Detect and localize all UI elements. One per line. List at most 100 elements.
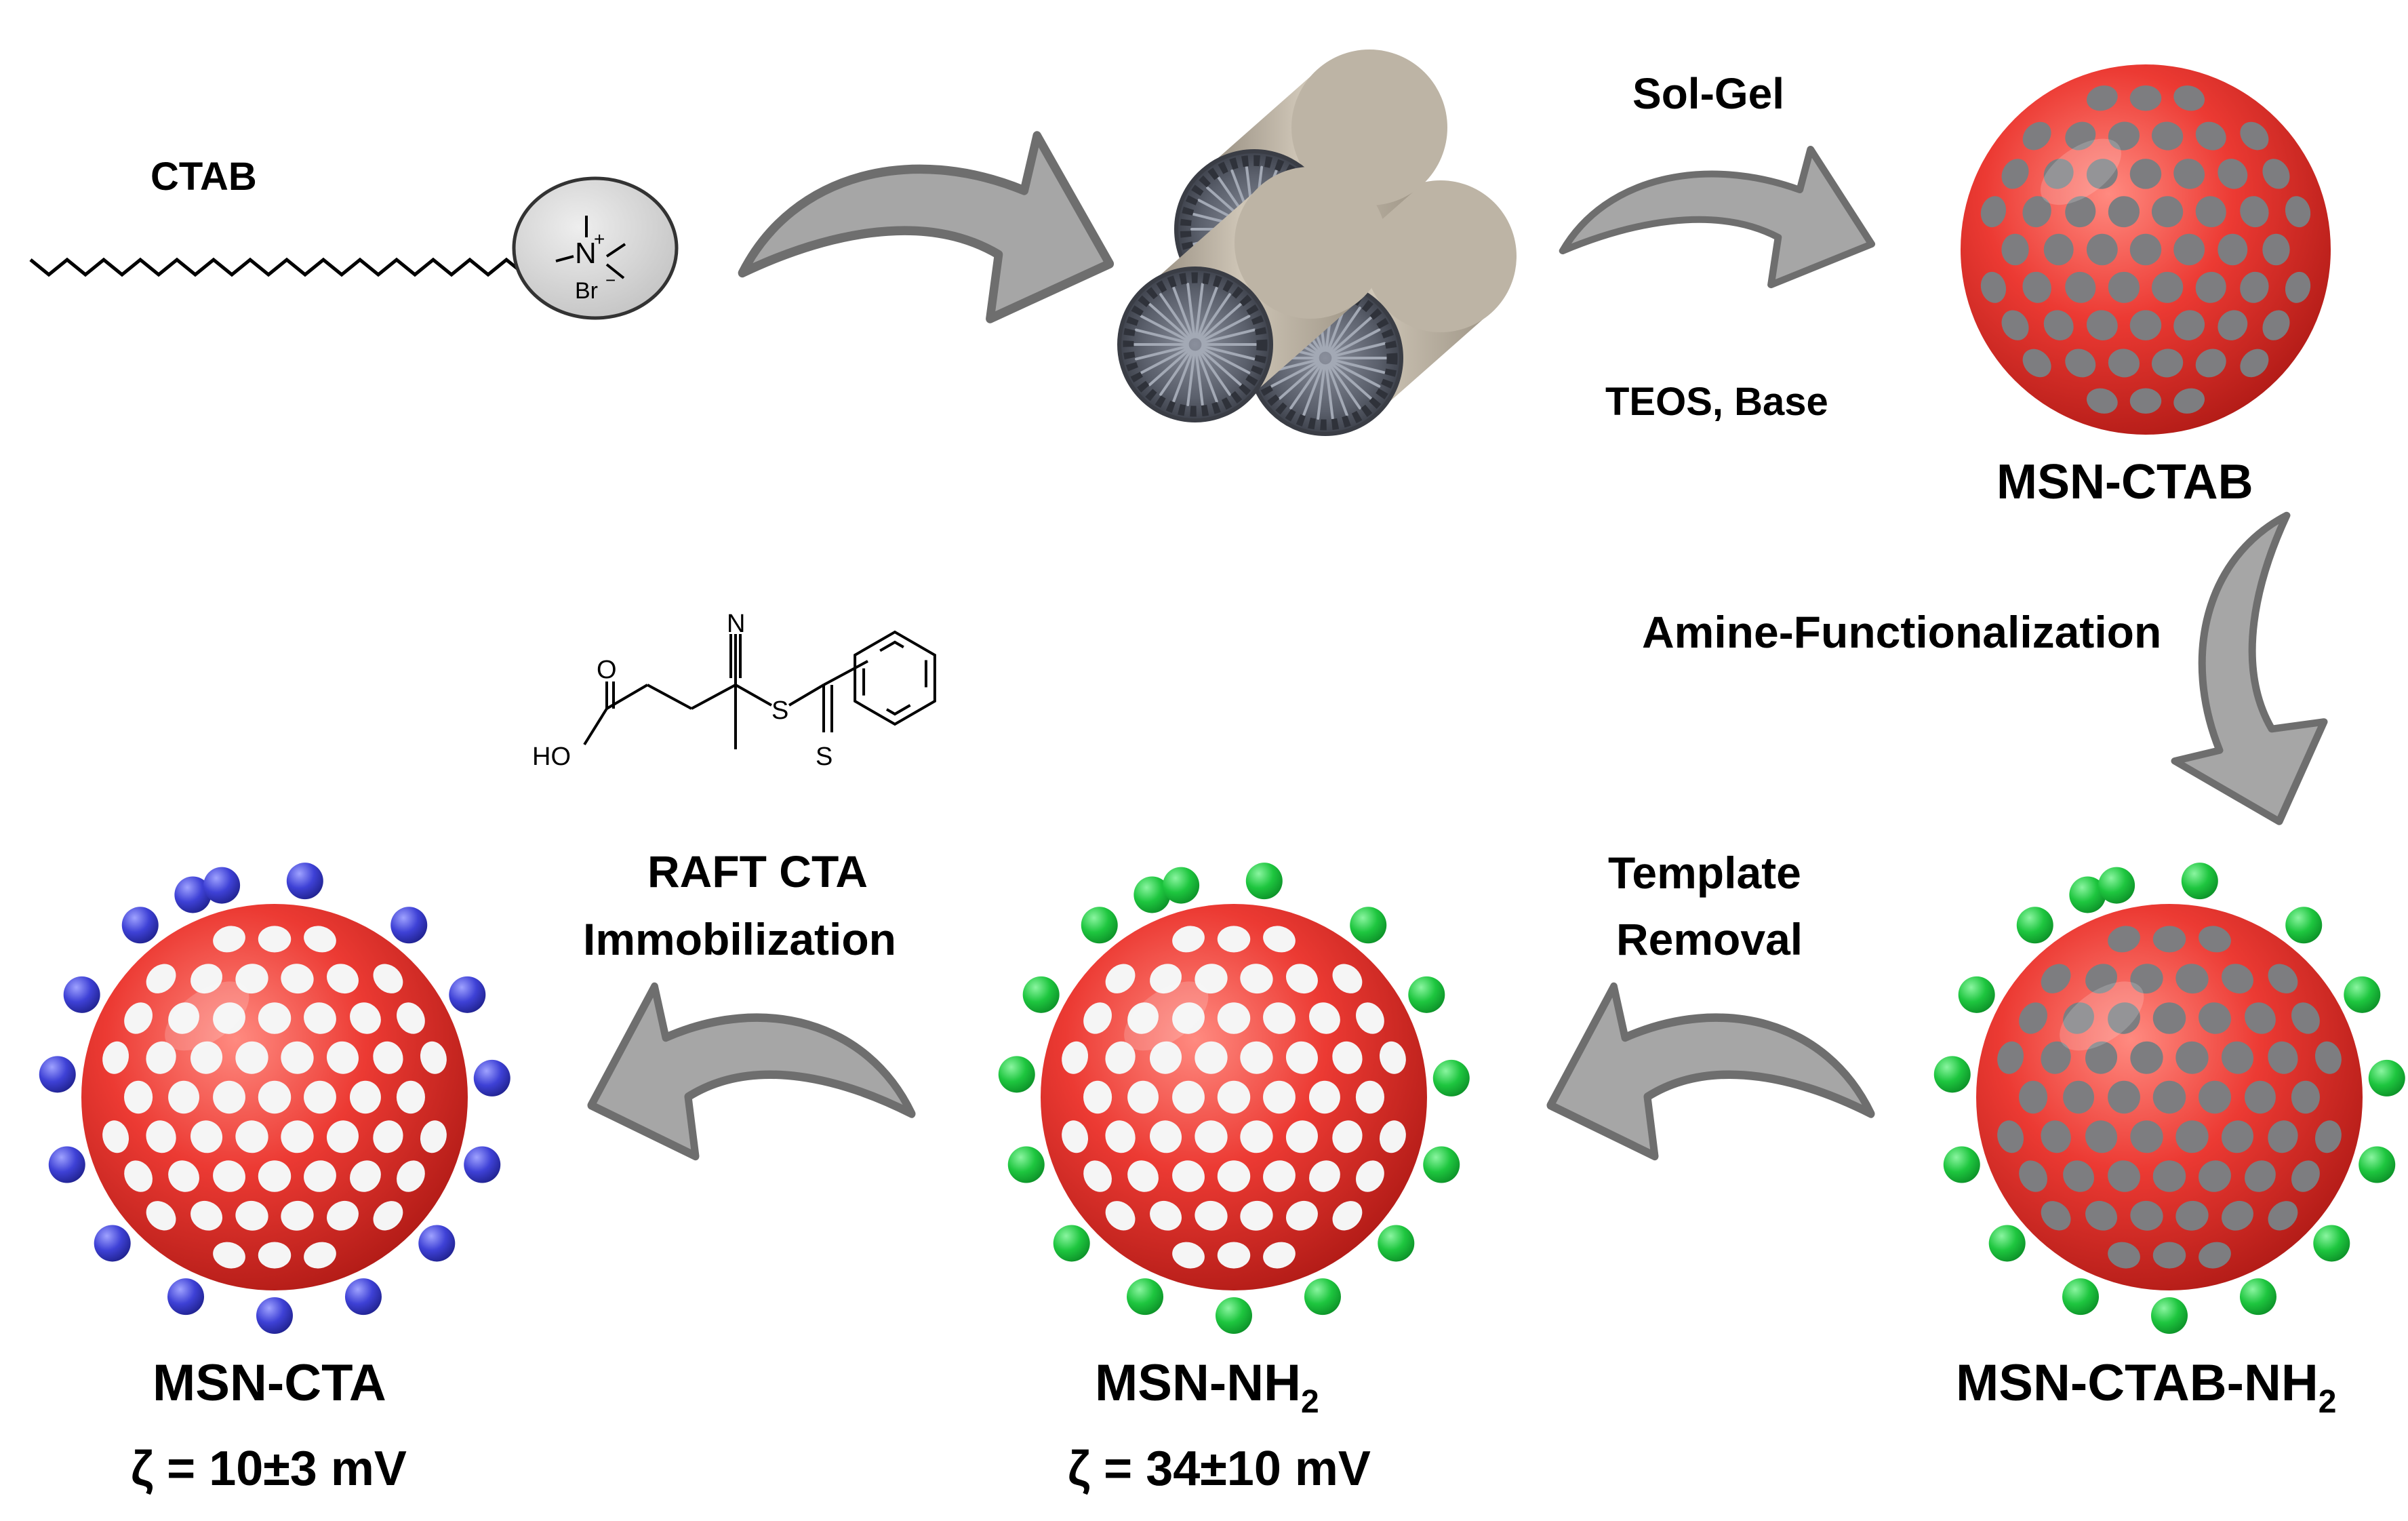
- pore: [2129, 85, 2162, 111]
- pore: [1195, 1041, 1228, 1074]
- pore: [1379, 1041, 1406, 1074]
- pore: [2065, 349, 2096, 378]
- cta-oxygen-label: O: [597, 656, 617, 684]
- msn-ctab-label: MSN-CTAB: [1996, 455, 2253, 509]
- pore: [420, 1120, 447, 1153]
- pore: [235, 1120, 268, 1153]
- pore: [1172, 1080, 1205, 1114]
- arrow-raft-immobilization: [587, 982, 916, 1161]
- pore: [2129, 388, 2162, 414]
- pore: [1172, 1160, 1205, 1192]
- pore: [1309, 1002, 1340, 1034]
- pore: [1285, 1200, 1318, 1231]
- pore: [2152, 1080, 2186, 1114]
- amine-groups-ctab-nh2-bead: [2368, 1059, 2405, 1097]
- sphere-msn-ctab-pores: [1980, 85, 2311, 414]
- pore: [2085, 1041, 2118, 1074]
- pore: [235, 1041, 268, 1074]
- pore: [1309, 1080, 1340, 1114]
- pore: [1083, 1080, 1112, 1114]
- micelle-rod-left: [1117, 167, 1386, 422]
- pore: [1172, 1242, 1205, 1269]
- msn-nh2-label: MSN-NH2: [1095, 1354, 1319, 1420]
- pore: [1263, 1160, 1296, 1192]
- pore: [2175, 1041, 2209, 1074]
- amine-groups-nh2-bead: [1432, 1059, 1470, 1097]
- msn-ctab-nh2-label: MSN-CTAB-NH2: [1956, 1354, 2336, 1420]
- pore: [2240, 196, 2269, 228]
- pore: [1356, 1002, 1384, 1034]
- cta-group-bead: [256, 1297, 293, 1334]
- ammonium-head-group: [512, 176, 679, 320]
- bond: [735, 684, 772, 707]
- cta-group-bead: [39, 1056, 76, 1093]
- ctab-alkyl-chain: [29, 257, 557, 277]
- arrow-sol-gel: [1559, 146, 1876, 288]
- pore: [2086, 388, 2118, 414]
- pore: [2085, 1200, 2118, 1231]
- pore: [146, 1201, 176, 1231]
- pore: [2262, 233, 2290, 266]
- pore: [102, 1120, 129, 1153]
- pore: [2195, 196, 2226, 228]
- amine-groups-ctab-nh2-bead: [2344, 976, 2381, 1013]
- msn-ctab-nh2-main: MSN-CTAB-NH: [1956, 1354, 2319, 1412]
- bromide-label: Br: [575, 278, 598, 304]
- pore: [1332, 1201, 1363, 1231]
- pore: [2173, 388, 2205, 414]
- pore: [1150, 964, 1182, 994]
- pore: [2108, 271, 2140, 303]
- pore: [213, 1242, 245, 1269]
- pore: [1105, 1041, 1136, 1074]
- pore: [2240, 349, 2269, 378]
- pore: [2085, 1120, 2118, 1153]
- pore: [2152, 1160, 2186, 1192]
- pore: [2175, 1200, 2209, 1231]
- pore: [1997, 1120, 2024, 1153]
- msn-cta-label: MSN-CTA: [153, 1354, 386, 1412]
- chain-to-nitrogen-bond: [555, 255, 574, 262]
- pore: [2291, 1160, 2320, 1192]
- ctab-molecule: CTAB N+Br−: [29, 155, 679, 320]
- pore: [2129, 233, 2162, 266]
- pore: [2218, 310, 2248, 340]
- pore: [1217, 1080, 1251, 1114]
- micelle-rod-bundle: [1117, 50, 1517, 436]
- amine-groups-nh2-bead: [1163, 867, 1200, 904]
- raft-cta-label-line1: RAFT CTA: [647, 846, 868, 896]
- amine-groups-ctab-nh2-bead: [2151, 1297, 2188, 1334]
- pore: [2175, 1120, 2209, 1153]
- pore: [2108, 1242, 2140, 1269]
- pore: [326, 1200, 359, 1231]
- pore: [2043, 233, 2074, 266]
- pore: [2245, 1002, 2276, 1034]
- pore: [397, 1160, 425, 1192]
- cta-group-bead: [174, 876, 212, 913]
- pore: [2129, 310, 2162, 340]
- pore: [146, 1120, 176, 1153]
- amine-groups-nh2-bead: [1007, 1146, 1045, 1183]
- pore: [213, 1080, 245, 1114]
- pore: [235, 1200, 268, 1231]
- pore: [258, 1242, 292, 1269]
- pore: [1263, 1002, 1296, 1034]
- cta-nitrogen-label: N: [727, 610, 745, 638]
- amine-groups-nh2-bead: [1133, 876, 1171, 913]
- pore: [2285, 196, 2311, 228]
- msn-ctab-nh2-subscript: 2: [2319, 1384, 2337, 1420]
- sol-gel-label: Sol-Gel: [1632, 69, 1784, 118]
- bond: [823, 660, 868, 686]
- pore: [1172, 926, 1205, 953]
- pore: [1127, 1080, 1159, 1114]
- pore: [1062, 1041, 1089, 1074]
- pore: [1083, 1002, 1112, 1034]
- pore: [2175, 964, 2209, 994]
- arrow-ctab-to-micelle: [738, 131, 1115, 323]
- pore: [2085, 964, 2118, 994]
- pore: [2108, 926, 2140, 953]
- amine-groups-ctab-nh2-bead: [2239, 1278, 2276, 1316]
- sphere-msn-ctab: [1961, 64, 2331, 435]
- pore: [168, 1160, 199, 1192]
- pore: [2022, 121, 2051, 151]
- ammonium-nitrogen-label: N: [575, 237, 597, 270]
